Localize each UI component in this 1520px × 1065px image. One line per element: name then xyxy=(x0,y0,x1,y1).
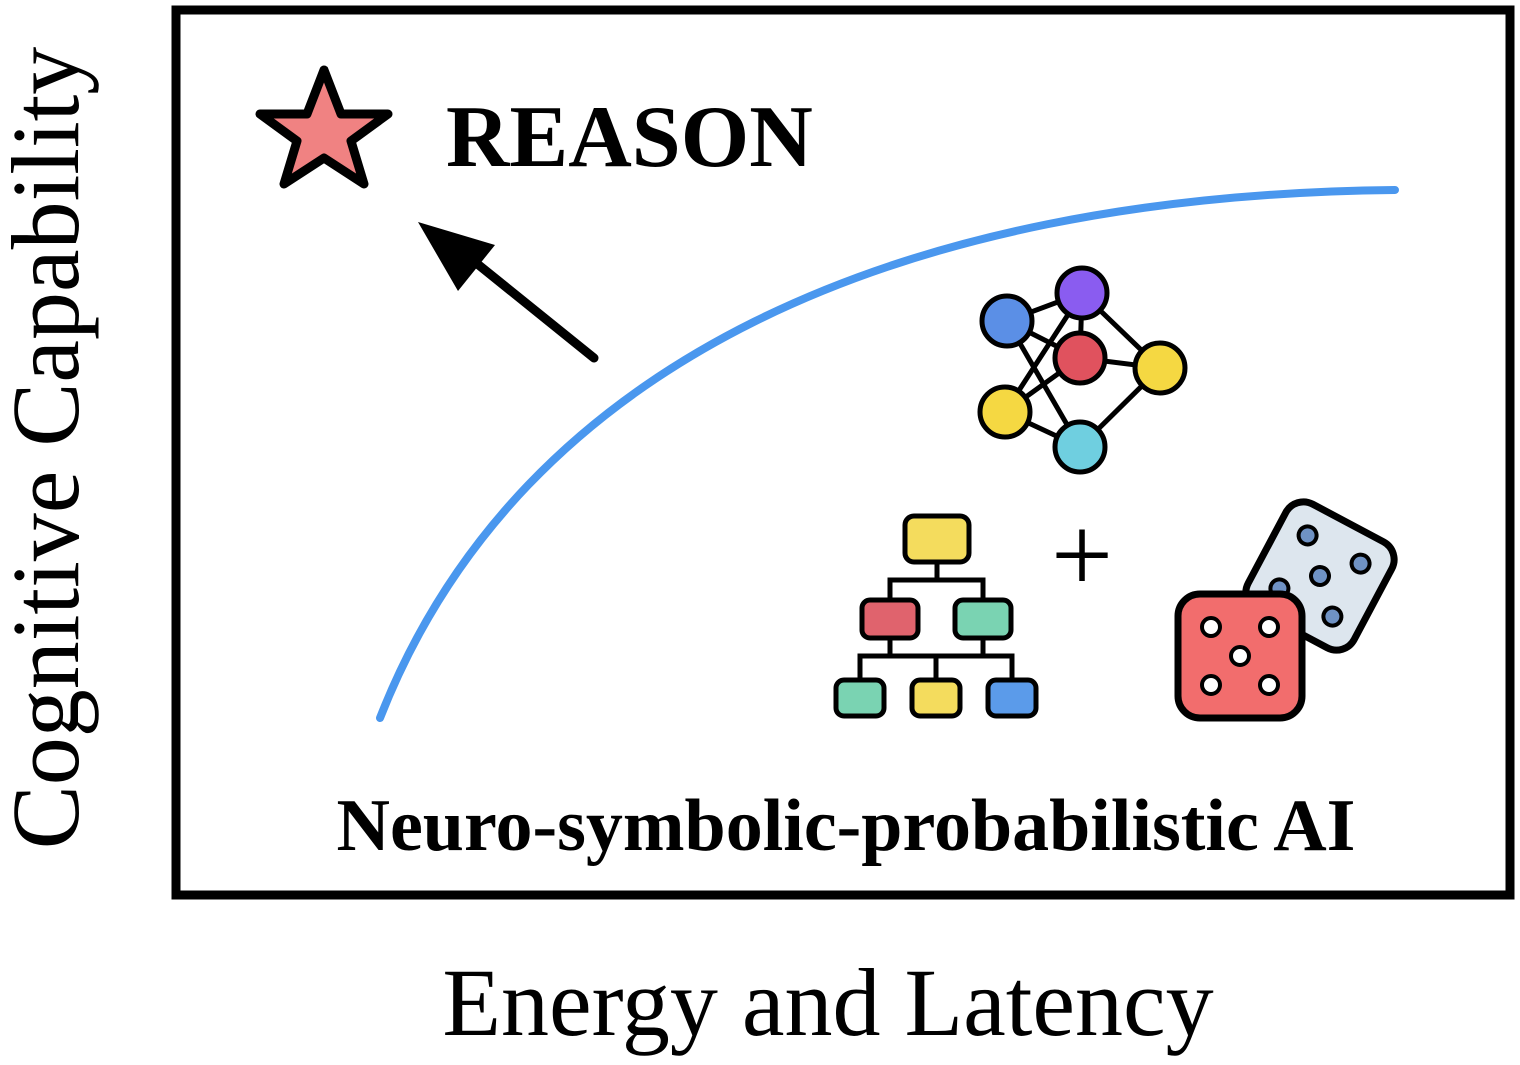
tree-left-node xyxy=(859,597,921,641)
nn-node-yellow-right xyxy=(1132,340,1188,396)
dice-icon xyxy=(1174,498,1398,722)
reason-label: REASON xyxy=(446,89,813,186)
paradigm-label: Neuro-symbolic-probabilistic AI xyxy=(337,785,1356,867)
pareto-curve xyxy=(376,186,1399,722)
plus-sign: + xyxy=(1051,494,1113,616)
nn-node-yellow-left xyxy=(977,384,1033,440)
hierarchy-tree-icon xyxy=(833,513,1039,719)
neural-network-icon xyxy=(977,265,1188,475)
front-die xyxy=(1174,590,1306,722)
nn-node-purple xyxy=(1054,265,1110,321)
x-axis-label: Energy and Latency xyxy=(442,949,1213,1056)
tree-root-node xyxy=(902,513,972,565)
tree-leaf-blue xyxy=(985,677,1039,719)
tree-leaf-green xyxy=(833,677,887,719)
nn-node-blue xyxy=(979,293,1035,349)
tree-leaf-yellow xyxy=(909,677,963,719)
nn-node-cyan xyxy=(1052,419,1108,475)
plot-frame xyxy=(171,5,1515,900)
tree-right-node xyxy=(952,597,1014,641)
up-left-arrow-icon xyxy=(418,222,599,363)
y-axis-label: Cognitive Capability xyxy=(0,47,99,850)
nn-node-red xyxy=(1052,330,1108,386)
star-icon xyxy=(255,65,393,189)
